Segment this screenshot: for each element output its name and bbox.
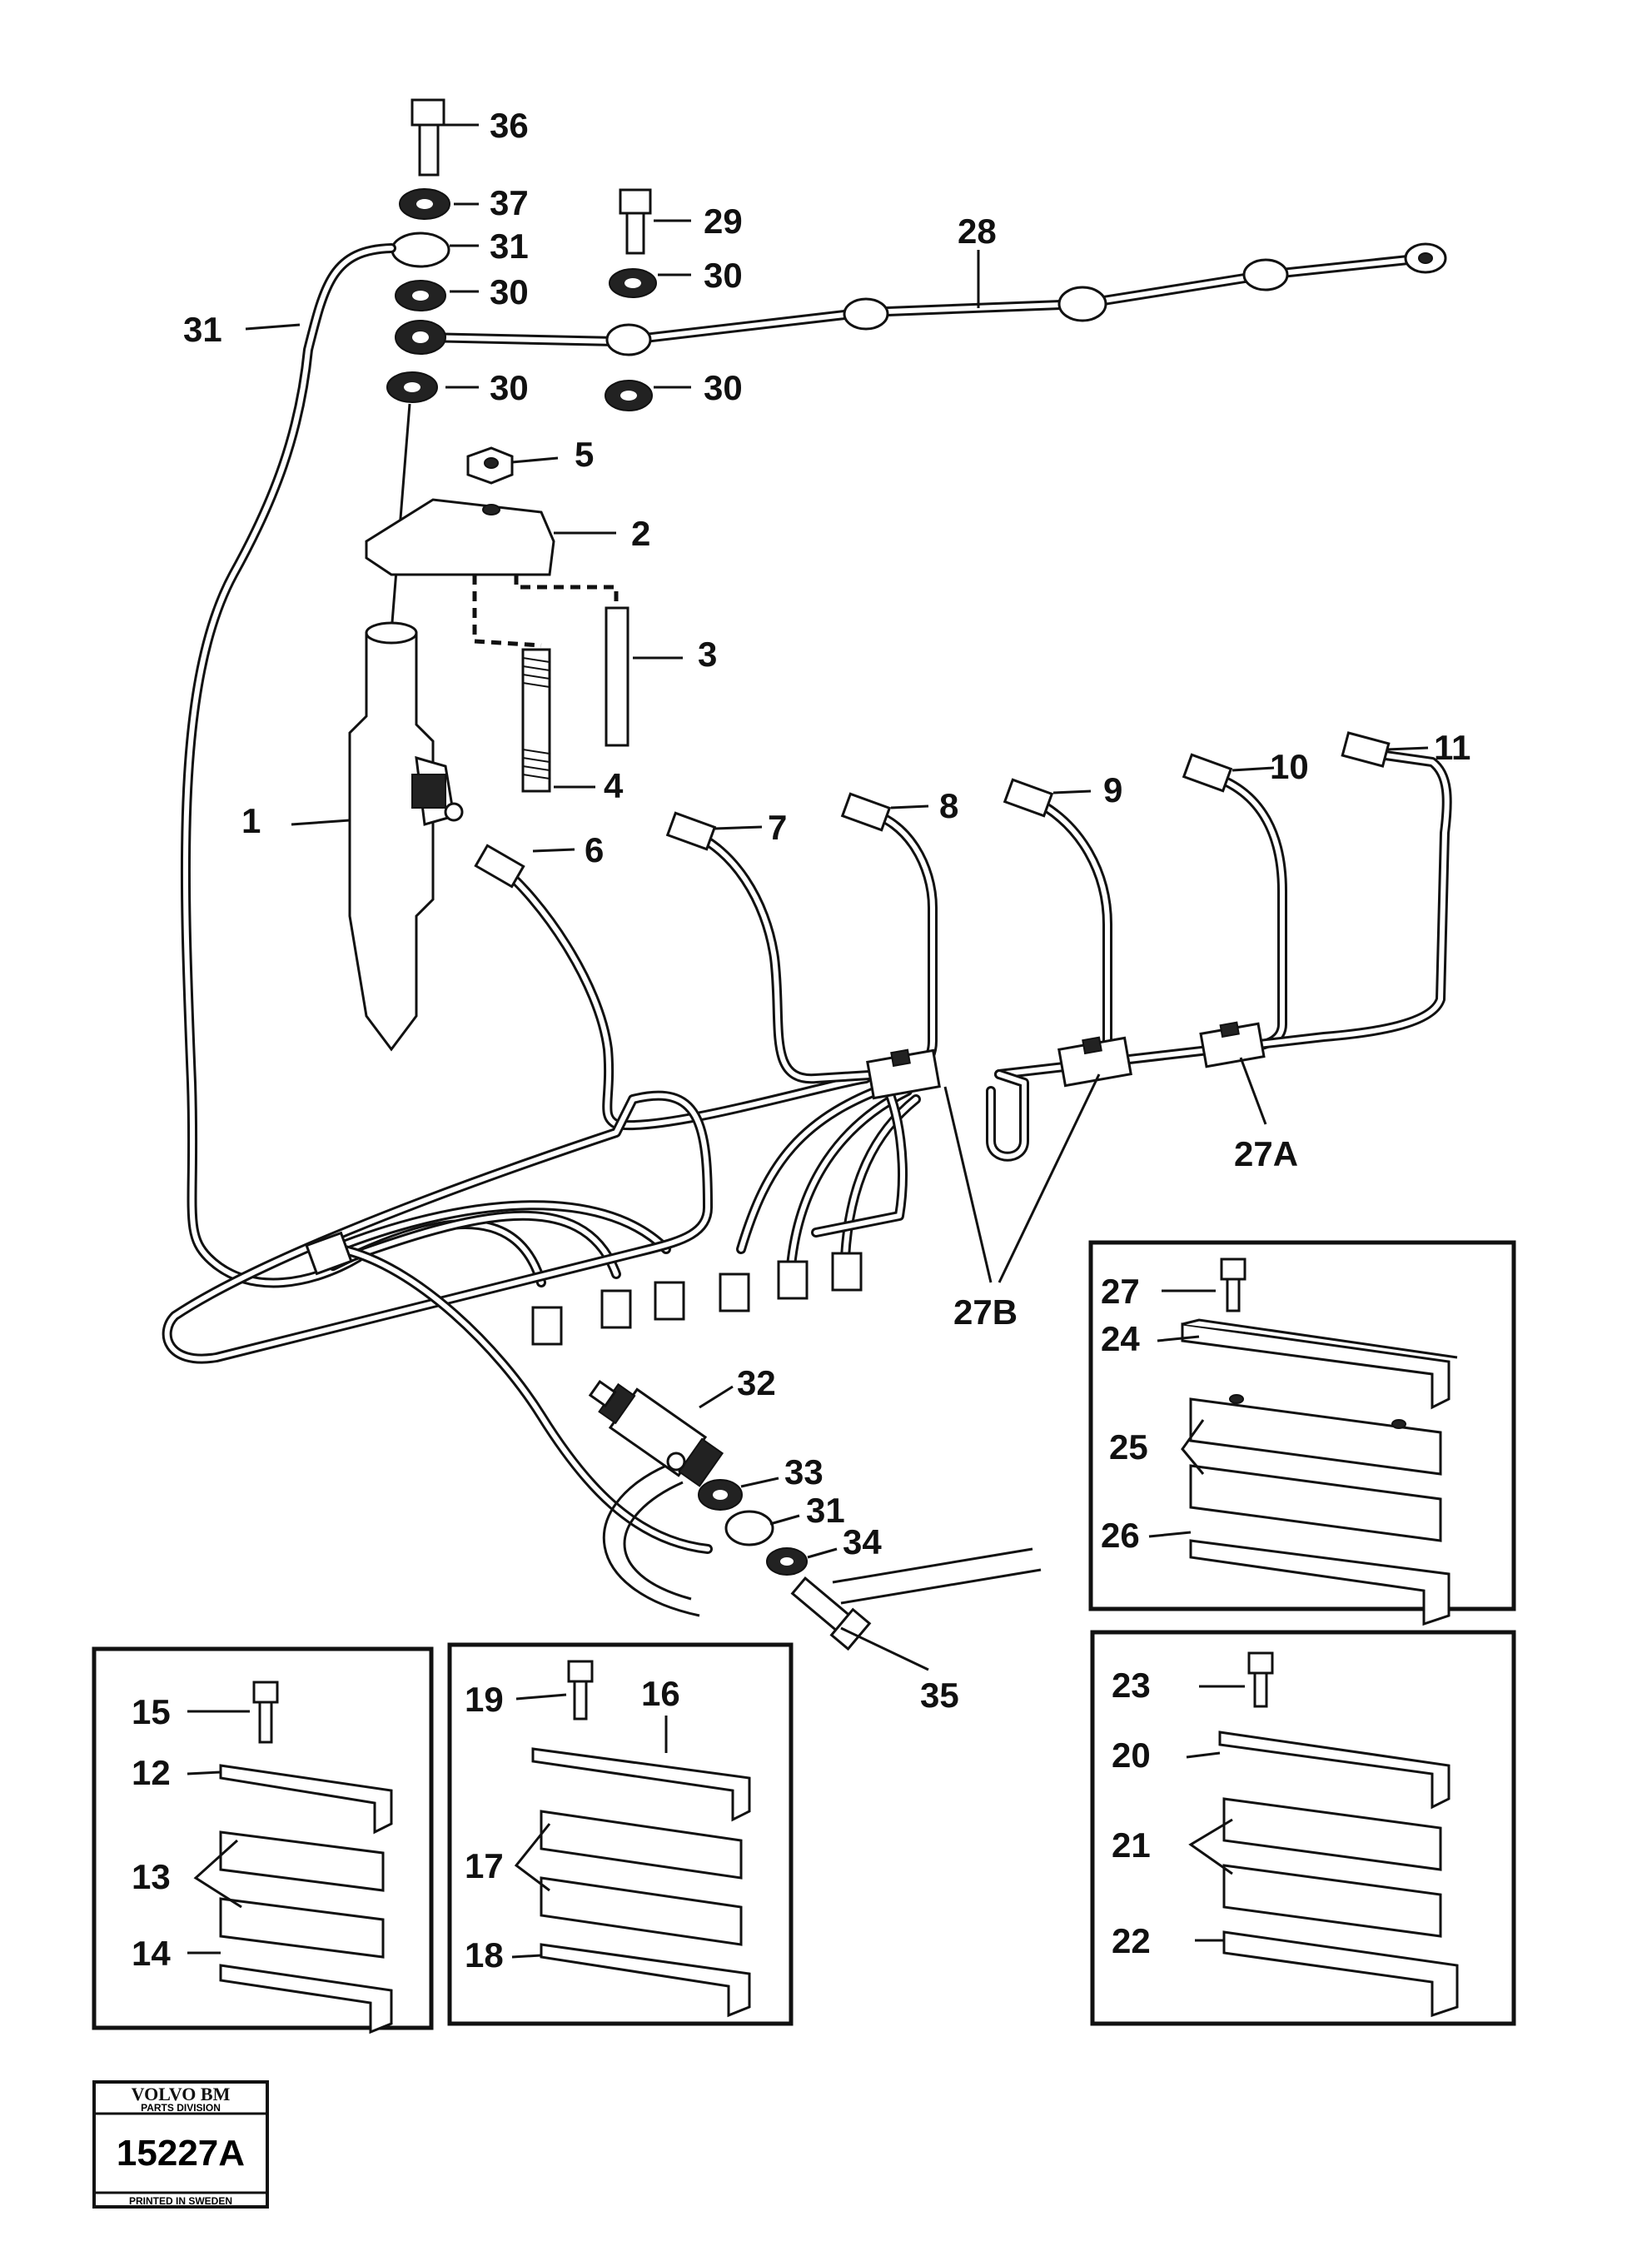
label-31-top: 31 — [490, 227, 529, 266]
injector-bolt-stack — [386, 98, 450, 634]
label-27: 27 — [1101, 1272, 1140, 1311]
label-28: 28 — [958, 212, 997, 251]
part-labels: 36 37 31 30 30 31 29 30 30 28 5 2 3 4 1 … — [132, 106, 1470, 1975]
label-31-left: 31 — [183, 310, 222, 349]
label-30-b: 30 — [490, 368, 529, 407]
label-32: 32 — [737, 1363, 776, 1402]
label-18: 18 — [465, 1935, 504, 1975]
label-29: 29 — [704, 202, 743, 241]
clamp-bracket — [365, 446, 629, 793]
label-22: 22 — [1112, 1921, 1151, 1960]
detail-box-clamp-3 — [447, 1642, 794, 2026]
label-26: 26 — [1101, 1516, 1140, 1555]
label-8: 8 — [939, 786, 958, 825]
label-30-d: 30 — [704, 368, 743, 407]
label-7: 7 — [768, 808, 787, 847]
label-13: 13 — [132, 1857, 171, 1896]
label-3: 3 — [698, 635, 717, 674]
stamp-division: PARTS DIVISION — [141, 2102, 221, 2114]
label-27b: 27B — [953, 1292, 1018, 1332]
rail-bolt-stack — [605, 188, 657, 411]
label-23: 23 — [1112, 1666, 1151, 1705]
stamp-printed: PRINTED IN SWEDEN — [129, 2195, 232, 2207]
label-25: 25 — [1109, 1427, 1148, 1467]
stamp-number: 15227A — [117, 2133, 245, 2174]
label-16: 16 — [641, 1674, 680, 1713]
label-14: 14 — [132, 1934, 171, 1973]
label-12: 12 — [132, 1753, 171, 1792]
label-19: 19 — [465, 1680, 504, 1719]
label-15: 15 — [132, 1692, 171, 1731]
leader-lines — [187, 123, 1429, 1959]
volvo-bm-stamp: VOLVO BM PARTS DIVISION 15227A PRINTED I… — [92, 2080, 269, 2209]
overflow-valve — [588, 1379, 872, 1651]
label-17: 17 — [465, 1846, 504, 1885]
label-33: 33 — [784, 1452, 824, 1492]
label-10: 10 — [1270, 747, 1309, 786]
detail-box-clamp-6 — [1088, 1240, 1516, 1626]
label-36: 36 — [490, 106, 529, 145]
label-9: 9 — [1103, 770, 1122, 809]
pipe-nuts — [305, 731, 1391, 1346]
label-31-bottom: 31 — [806, 1491, 845, 1530]
label-6: 6 — [585, 830, 604, 869]
label-20: 20 — [1112, 1736, 1151, 1775]
label-27a: 27A — [1234, 1134, 1298, 1173]
return-line — [180, 243, 396, 1288]
label-34: 34 — [843, 1522, 882, 1561]
label-11: 11 — [1434, 728, 1470, 767]
label-5: 5 — [575, 435, 594, 474]
leak-off-rail — [420, 242, 1447, 356]
label-30-c: 30 — [704, 256, 743, 295]
stamp-brand: VOLVO BM — [132, 2084, 231, 2104]
detail-box-clamp-5 — [1090, 1630, 1516, 2026]
label-24: 24 — [1101, 1319, 1140, 1358]
label-4: 4 — [604, 766, 624, 805]
label-35: 35 — [920, 1676, 959, 1715]
label-1: 1 — [241, 801, 261, 840]
injector — [348, 621, 464, 1052]
pipe-clamps — [866, 1021, 1266, 1100]
label-2: 2 — [631, 514, 650, 553]
label-21: 21 — [1112, 1825, 1151, 1865]
label-30-a: 30 — [490, 272, 529, 311]
label-37: 37 — [490, 183, 529, 222]
detail-box-clamp-2 — [92, 1646, 434, 2034]
